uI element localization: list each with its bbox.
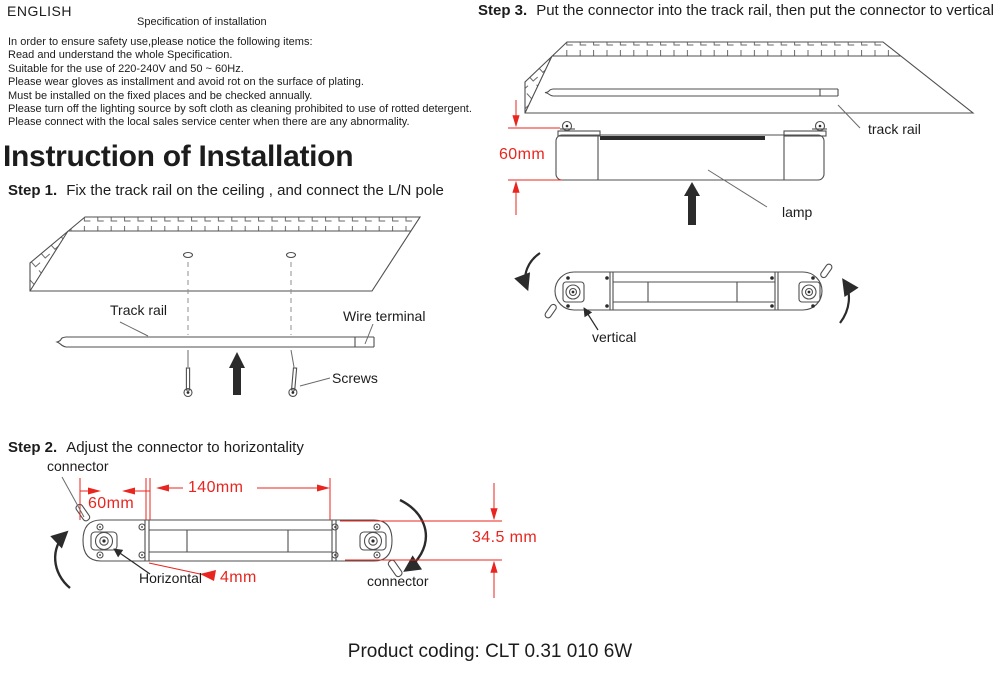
install-direction-arrow: [684, 182, 700, 225]
spec-line: Suitable for the use of 220-240V and 50 …: [8, 62, 244, 75]
spec-line: Read and understand the whole Specificat…: [8, 49, 233, 62]
dim-140mm-label: 140mm: [188, 479, 244, 496]
wire-terminal-label: Wire terminal: [343, 308, 426, 324]
right-connector-drawing: [331, 523, 387, 559]
step3-lower-diagram-svg: [514, 252, 859, 331]
dim-34-5mm-label: 34.5 mm: [472, 529, 538, 546]
lamp-side-view-drawing: [555, 120, 827, 208]
dimension-lines: [79, 478, 502, 598]
screw-drawing: [183, 367, 298, 398]
rotation-arrows: [514, 252, 859, 324]
step3-text: Put the connector into the track rail, t…: [536, 2, 994, 19]
left-connector-drawing: [562, 276, 609, 308]
left-connector-drawing: [90, 523, 146, 559]
dim-60mm-label: 60mm: [499, 146, 546, 163]
page-title: Instruction of Installation: [3, 140, 354, 173]
right-connector-drawing: [783, 120, 827, 137]
step1-title: Step 1. Fix the track rail on the ceiling…: [8, 182, 444, 199]
track-rail-drawing: [55, 336, 375, 348]
track-rail-label: Track rail: [110, 302, 168, 318]
spec-line: Please turn off the lighting source by s…: [8, 103, 472, 116]
screws-label: Screws: [332, 370, 378, 386]
step2-diagram-svg: [50, 476, 502, 598]
lamp-top-view-drawing: [75, 503, 403, 578]
step1-text: Fix the track rail on the ceiling , and …: [66, 182, 444, 199]
dim-4mm-label: 4mm: [220, 569, 257, 586]
step1-diagram-svg: [29, 216, 422, 398]
step3-label: Step 3.: [478, 2, 528, 19]
spec-line: Please connect with the local sales serv…: [8, 116, 410, 129]
step1-label: Step 1.: [8, 182, 58, 199]
step2-title: Step 2. Adjust the connector to horizonta…: [8, 439, 304, 456]
lamp-label: lamp: [782, 204, 813, 220]
product-coding: Product coding: CLT 0.31 010 6W: [347, 641, 633, 662]
connector-label-top: connector: [47, 458, 109, 474]
track-rail-drawing: [544, 88, 861, 129]
install-direction-arrow: [229, 352, 245, 395]
rotation-arrows: [50, 498, 427, 589]
step2-text: Adjust the connector to horizontality: [66, 439, 304, 456]
label-leader-lines: [119, 321, 374, 387]
ceiling-drawing: [29, 216, 422, 292]
right-connector-drawing: [770, 276, 821, 308]
spec-line: In order to ensure safety use,please not…: [8, 36, 313, 48]
spec-title: Specification of installation: [137, 16, 267, 28]
horizontal-label: Horizontal: [139, 570, 203, 586]
label-leader-lines: [583, 307, 599, 331]
step3-upper-diagram-svg: [508, 41, 975, 225]
language-label: ENGLISH: [7, 3, 72, 19]
lamp-top-view-drawing: [544, 263, 833, 319]
left-connector-drawing: [557, 120, 601, 137]
dimension-lines: [508, 100, 562, 215]
ceiling-drawing: [524, 41, 975, 114]
label-leader-lines: [61, 476, 151, 575]
connector-label-bottom: connector: [367, 573, 429, 589]
alignment-guide-lines: [187, 262, 295, 368]
dim-60mm-label: 60mm: [88, 495, 135, 512]
track-rail-label: track rail: [868, 121, 921, 137]
spec-text-block: In order to ensure safety use,please not…: [8, 36, 472, 130]
step2-label: Step 2.: [8, 439, 58, 456]
spec-line: Please wear gloves as installment and av…: [8, 76, 364, 89]
spec-line: Must be installed on the fixed places an…: [8, 89, 313, 102]
step3-title: Step 3. Put the connector into the track …: [478, 2, 994, 19]
vertical-label: vertical: [592, 329, 637, 345]
